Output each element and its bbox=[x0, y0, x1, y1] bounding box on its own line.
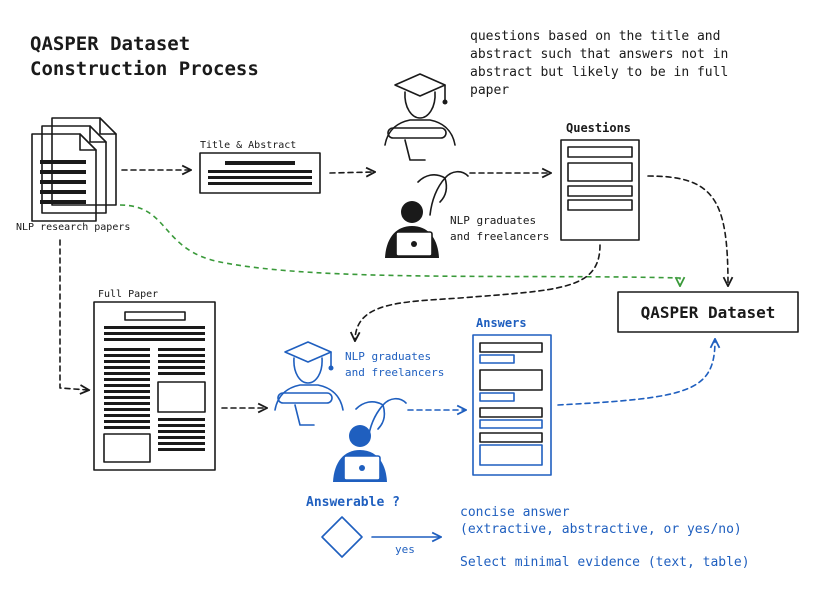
freelancer-icon-bottom bbox=[333, 397, 407, 482]
instructions-line2: abstract such that answers not in bbox=[470, 47, 728, 62]
evidence-label: Select minimal evidence (text, table) bbox=[460, 555, 750, 570]
concise-answer-line2: (extractive, abstractive, or yes/no) bbox=[460, 522, 742, 537]
questions-label: Questions bbox=[566, 121, 631, 135]
decision-diamond bbox=[321, 516, 363, 558]
instructions-line4: paper bbox=[470, 83, 509, 98]
dataset-label: QASPER Dataset bbox=[641, 303, 776, 322]
diagram-title-line2: Construction Process bbox=[30, 58, 259, 80]
answerable-label: Answerable ? bbox=[306, 495, 400, 510]
papers-label: NLP research papers bbox=[16, 222, 130, 233]
full-paper-label: Full Paper bbox=[98, 289, 158, 300]
annotators-top-line2: and freelancers bbox=[450, 230, 549, 243]
arrow-questions-to-annotators bbox=[355, 244, 601, 340]
yes-label: yes bbox=[395, 543, 415, 556]
question-instructions: questions based on the title and abstrac… bbox=[470, 29, 728, 98]
arrow-title-to-annotators bbox=[329, 172, 374, 173]
arrow-papers-to-fullpaper bbox=[59, 239, 88, 390]
title-abstract-box bbox=[199, 152, 321, 194]
papers-stack-icon bbox=[31, 117, 117, 222]
dataset-box: QASPER Dataset bbox=[617, 291, 799, 333]
annotators-top-line1: NLP graduates bbox=[450, 214, 536, 227]
graduate-icon-top bbox=[384, 73, 456, 161]
annotators-bottom-line2: and freelancers bbox=[345, 366, 444, 379]
title-abstract-label: Title & Abstract bbox=[200, 140, 296, 151]
full-paper-box bbox=[93, 301, 216, 471]
arrow-questions-to-dataset bbox=[647, 175, 728, 285]
instructions-line3: abstract but likely to be in full bbox=[470, 65, 728, 80]
answers-label: Answers bbox=[476, 316, 527, 330]
freelancer-icon-top bbox=[385, 170, 469, 258]
diagram-title-line1: QASPER Dataset bbox=[30, 33, 190, 55]
arrow-answers-to-dataset bbox=[557, 340, 715, 406]
concise-answer-line1: concise answer bbox=[460, 505, 570, 520]
instructions-line1: questions based on the title and bbox=[470, 29, 720, 44]
answers-box bbox=[472, 334, 552, 476]
questions-box bbox=[560, 139, 640, 241]
annotators-bottom-line1: NLP graduates bbox=[345, 350, 431, 363]
graduate-icon-bottom bbox=[274, 341, 344, 426]
arrow-papers-to-dataset bbox=[119, 204, 680, 285]
